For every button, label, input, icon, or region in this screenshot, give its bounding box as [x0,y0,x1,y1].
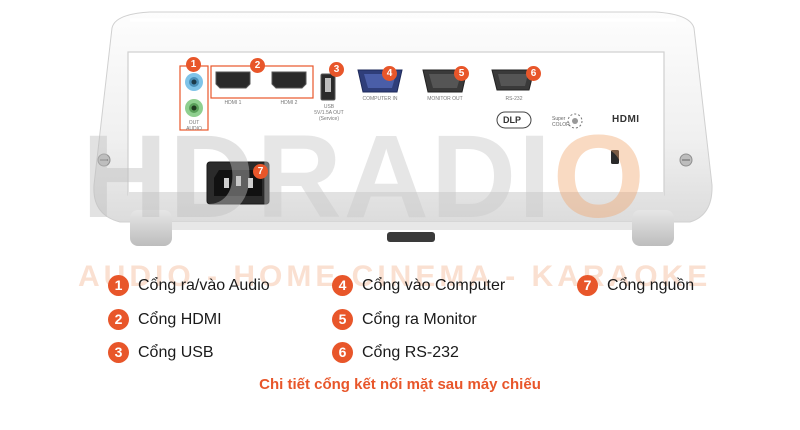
legend-label-hdmi: Cổng HDMI [138,310,222,328]
legend-label-monitor: Cổng ra Monitor [362,310,477,328]
legend-item-monitor: 5 Cổng ra Monitor [332,309,477,330]
computer-in-label: COMPUTER IN [362,96,398,102]
watermark-hd: HD [82,111,257,243]
legend-label-audio: Cổng ra/vào Audio [138,276,270,294]
watermark-subtitle: AUDIO - HOME CINEMA - KARAOKE [78,260,712,293]
audio-out-label: OUT [188,120,200,126]
hdmi1-label: HDMI 1 [224,100,242,106]
rs232-port [491,69,535,91]
watermark-radi: RADI [256,111,553,243]
rs232-label: RS-232 [505,96,523,102]
super-color-logo [567,113,583,129]
hdmi2-label: HDMI 2 [280,100,298,106]
legend-num-5: 5 [332,309,353,330]
left-foot [130,210,172,246]
legend-num-1: 1 [108,275,129,296]
legend-num-2: 2 [108,309,129,330]
legend-item-usb: 3 Cổng USB [108,342,214,363]
monitor-out-label: MONITOR OUT [427,96,463,102]
legend-item-audio: 1 Cổng ra/vào Audio [108,275,270,296]
watermark-logo: HDRADIO [82,118,647,236]
super-color-logo-text: Super COLOR [552,116,570,128]
legend-item-hdmi: 2 Cổng HDMI [108,309,222,330]
hdmi2-port [271,71,307,89]
hdmi-logo-text: HDMI [612,114,640,125]
badge-6: 6 [526,66,541,81]
center-foot [387,232,435,242]
badge-1: 1 [186,57,201,72]
legend-label-rs232: Cổng RS-232 [362,343,459,361]
legend-num-3: 3 [108,342,129,363]
usb-label: USB 5V/1.5A OUT (Service) [314,104,344,122]
audio-in-jack [185,73,203,91]
badge-7: 7 [253,164,268,179]
left-screw [97,153,111,167]
dlp-logo [496,111,532,129]
legend-num-4: 4 [332,275,353,296]
legend-label-usb: Cổng USB [138,343,214,361]
audio-label: AUDIO [186,126,202,132]
legend-item-rs232: 6 Cổng RS-232 [332,342,459,363]
kensington-lock [611,150,619,164]
right-foot [632,210,674,246]
badge-4: 4 [382,66,397,81]
legend-num-6: 6 [332,342,353,363]
image-caption: Chi tiết cổng kết nối mặt sau máy chiếu [259,376,541,393]
legend-label-power: Cổng nguồn [607,276,695,294]
badge-5: 5 [454,66,469,81]
legend-num-7: 7 [577,275,598,296]
hdmi1-port [215,71,251,89]
legend-item-power: 7 Cổng nguồn [577,275,694,296]
legend-item-computer: 4 Cổng vào Computer [332,275,505,296]
badge-2: 2 [250,58,265,73]
audio-out-jack [185,99,203,117]
legend-label-computer: Cổng vào Computer [362,276,506,294]
dlp-logo-text: DLP [503,115,521,125]
right-screw [679,153,693,167]
badge-3: 3 [329,62,344,77]
watermark-o: O [552,111,647,243]
